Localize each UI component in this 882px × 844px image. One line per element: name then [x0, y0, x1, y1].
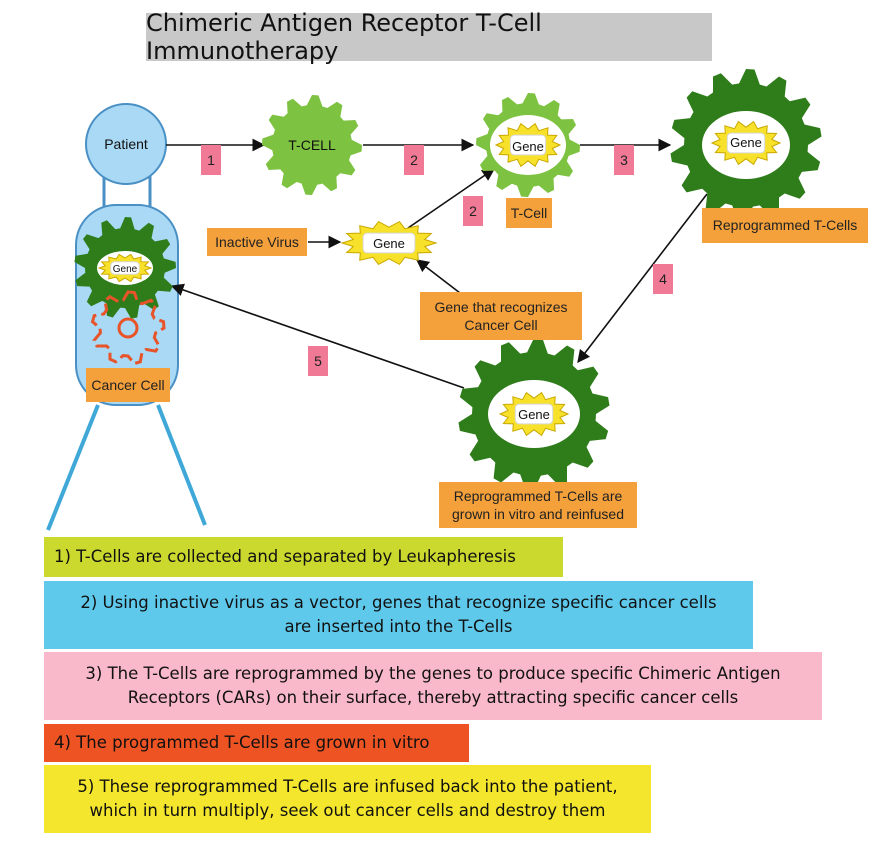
step-2-line1: 2) Using inactive virus as a vector, gen…	[80, 593, 717, 613]
step-2-line2: are inserted into the T-Cells	[284, 617, 513, 636]
cancer-cell-icon	[90, 290, 166, 366]
step-number-5: 5	[308, 346, 328, 376]
gear-body	[262, 95, 362, 195]
step-2-box: 2) Using inactive virus as a vector, gen…	[44, 581, 753, 649]
tcell-label: T-Cell	[506, 198, 552, 228]
puzzle-piece	[110, 261, 140, 275]
patient-figure: Patient	[46, 103, 207, 531]
step-3-line2: Receptors (CARs) on their surface, there…	[127, 688, 739, 707]
gene-star-icon	[494, 122, 562, 168]
diagram-canvas: Patient T-CELL Gene Gene Gene Gene Gene	[46, 69, 822, 531]
patient-leg-left	[46, 404, 100, 531]
arrow-virus-to-tcell	[407, 168, 496, 229]
gene-recognizes-label: Gene that recognizes Cancer Cell	[420, 292, 582, 340]
step-5-box: 5) These reprogrammed T-Cells are infuse…	[44, 765, 651, 833]
gene-star-icon	[710, 120, 782, 166]
step-number-4: 4	[653, 264, 673, 294]
gene-star-icon	[97, 253, 153, 283]
step-number-3: 3	[614, 145, 634, 175]
gene-label-patient: Gene	[113, 264, 138, 275]
step-number-2: 2	[404, 145, 424, 175]
patient-label: Patient	[104, 136, 148, 152]
step-5-line2: which in turn multiply, seek out cancer …	[89, 801, 606, 820]
tcell-gear-icon	[262, 95, 362, 195]
step-3-box: 3) The T-Cells are reprogrammed by the g…	[44, 652, 822, 720]
tcell-gear-label: T-CELL	[288, 137, 336, 153]
step-3-line1: 3) The T-Cells are reprogrammed by the g…	[85, 664, 781, 684]
inactive-virus-label: Inactive Virus	[207, 228, 307, 256]
patient-head	[85, 103, 167, 185]
gene-recognizes-line2: Cancer Cell	[464, 317, 538, 333]
grown-reinfused-label: Reprogrammed T-Cells are grown in vitro …	[439, 482, 637, 528]
puzzle-piece	[514, 403, 554, 425]
cancer-cell-label: Cancer Cell	[86, 368, 170, 402]
gene-star-icon	[498, 391, 570, 437]
arrow-step-5	[170, 283, 465, 389]
gene-label-grown: Gene	[518, 407, 550, 422]
puzzle-piece	[509, 134, 547, 156]
page-title: Chimeric Antigen Receptor T-Cell Immunot…	[146, 9, 712, 65]
cancer-outline	[90, 290, 166, 366]
step-4-box: 4) The programmed T-Cells are grown in v…	[44, 724, 469, 762]
flow-arrows	[166, 138, 708, 389]
cancer-nucleus	[117, 317, 139, 339]
reprogrammed-label: Reprogrammed T-Cells	[702, 208, 868, 243]
step-number-2b: 2	[463, 196, 483, 226]
gene-label-virus: Gene	[373, 236, 405, 251]
gene-label-reprogrammed: Gene	[730, 135, 762, 150]
arrow-step-4	[577, 193, 708, 364]
puzzle-piece	[362, 232, 416, 254]
gene-star-icon	[340, 220, 438, 266]
step-4-text: 4) The programmed T-Cells are grown in v…	[54, 733, 430, 753]
arrow-gene-in	[415, 259, 461, 294]
step-1-text: 1) T-Cells are collected and separated b…	[54, 547, 516, 567]
grown-line1: Reprogrammed T-Cells are	[453, 487, 623, 504]
step-number-1: 1	[201, 145, 221, 175]
gene-recognizes-line1: Gene that recognizes	[434, 298, 568, 315]
step-1-box: 1) T-Cells are collected and separated b…	[44, 537, 563, 577]
gene-label-tcell: Gene	[512, 139, 544, 154]
patient-leg-right	[156, 404, 207, 526]
grown-line2: grown in vitro and reinfused	[452, 506, 624, 522]
puzzle-piece	[726, 132, 766, 154]
step-5-line1: 5) These reprogrammed T-Cells are infuse…	[77, 777, 618, 797]
